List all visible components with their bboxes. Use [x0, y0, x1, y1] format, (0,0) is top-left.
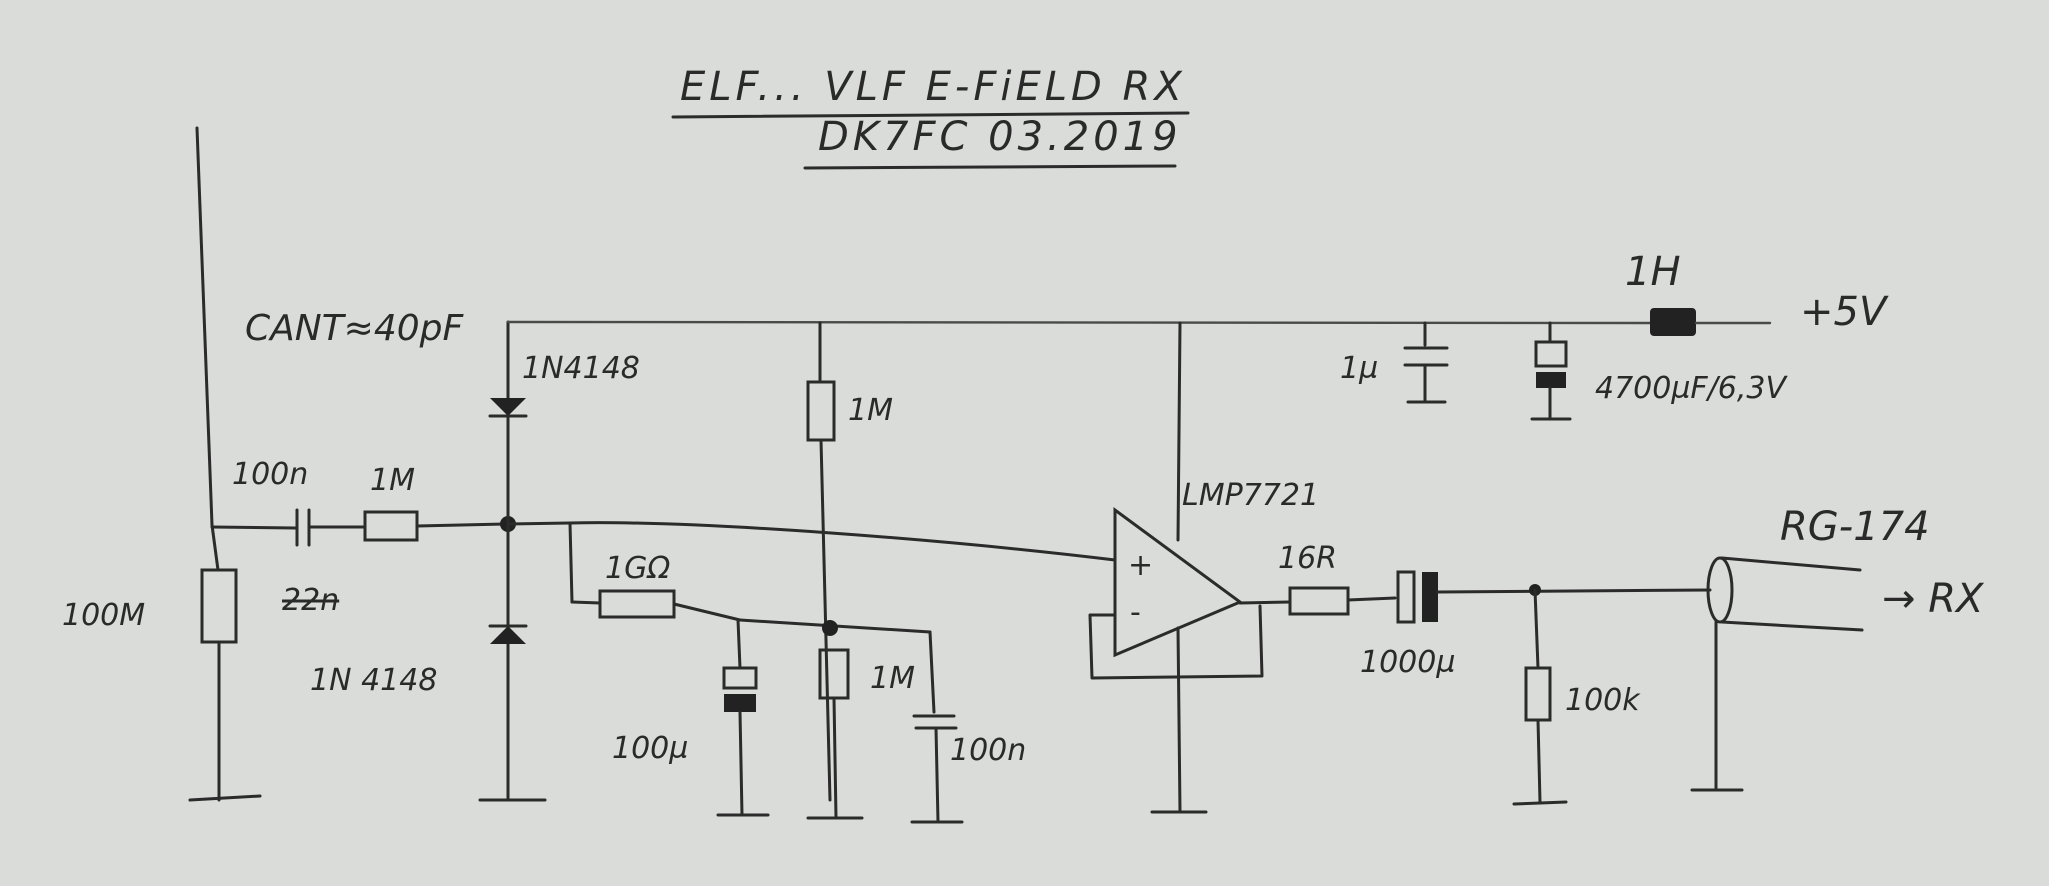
opamp-minus: - [1130, 595, 1141, 630]
rx-label: → RX [1882, 576, 1985, 622]
opamp-plus: + [1128, 548, 1153, 583]
coax-shield-bottom [1720, 620, 1864, 632]
cap-series-label: 100n [232, 457, 308, 492]
res-series-label: 1M [370, 463, 415, 498]
cant-label: CANT≈40pF [245, 308, 465, 349]
title-underline1 [671, 111, 1190, 119]
res-bias-top-label: 1M [848, 393, 893, 428]
res-load-label: 100k [1565, 683, 1641, 718]
cap-4700u-plate1 [1534, 340, 1568, 368]
opamp-label: LMP7721 [1182, 478, 1319, 513]
coax-connector [1706, 556, 1734, 624]
bias-node [822, 620, 838, 636]
cap-4700u-plate2 [1536, 372, 1566, 388]
res-out-label: 16R [1278, 541, 1337, 576]
title-line1: ELF... VLF E-FiELD RX [680, 64, 1186, 110]
cap-1000u-plate1 [1396, 570, 1416, 624]
resistor-1m-bias-bottom [818, 648, 850, 700]
cap-100u-plate2 [724, 694, 756, 712]
resistor-1m-bias-top [806, 380, 836, 442]
diode-top-label: 1N4148 [522, 351, 640, 386]
resistor-16r [1288, 586, 1350, 616]
res-bias-bottom-label: 1M [870, 661, 915, 696]
cap-100u-plate1 [722, 666, 758, 690]
title-underline2 [803, 164, 1177, 170]
coax-label: RG-174 [1780, 504, 1930, 550]
diode-top-symbol [490, 398, 526, 416]
coax-shield-top [1720, 556, 1862, 572]
cap-out-label: 1000µ [1360, 645, 1455, 680]
cap-100n-label: 100n [950, 733, 1026, 768]
resistor-1g [598, 589, 676, 619]
cap-100u-label: 100µ [612, 731, 688, 766]
output-line [1436, 588, 1712, 594]
cap-1u-label: 1µ [1340, 351, 1378, 386]
supply-label: +5V [1800, 289, 1889, 335]
feedback-loop [1088, 604, 1264, 680]
signal-to-opamp [568, 521, 1117, 562]
res-100m-label: 100M [62, 598, 145, 633]
resistor-1m-series [363, 510, 419, 542]
resistor-100m [200, 568, 238, 644]
inductor-1h [1650, 308, 1696, 336]
supply-rail [506, 320, 1652, 325]
res-1g-label: 1GΩ [605, 551, 670, 586]
opamp-supply [1176, 321, 1182, 542]
resistor-100k [1524, 666, 1552, 722]
ground-symbol [188, 794, 262, 802]
cap-1000u-plate2 [1422, 572, 1438, 622]
title-line2: DK7FC 03.2019 [818, 114, 1182, 160]
antenna-wire [195, 126, 214, 527]
struck-label: 22n [282, 583, 339, 618]
inductor-label: 1H [1625, 249, 1681, 295]
diode-bottom-label: 1N 4148 [310, 663, 437, 698]
cap-4700u-label: 4700µF/6,3V [1595, 371, 1789, 406]
diode-bottom-symbol [490, 626, 526, 644]
